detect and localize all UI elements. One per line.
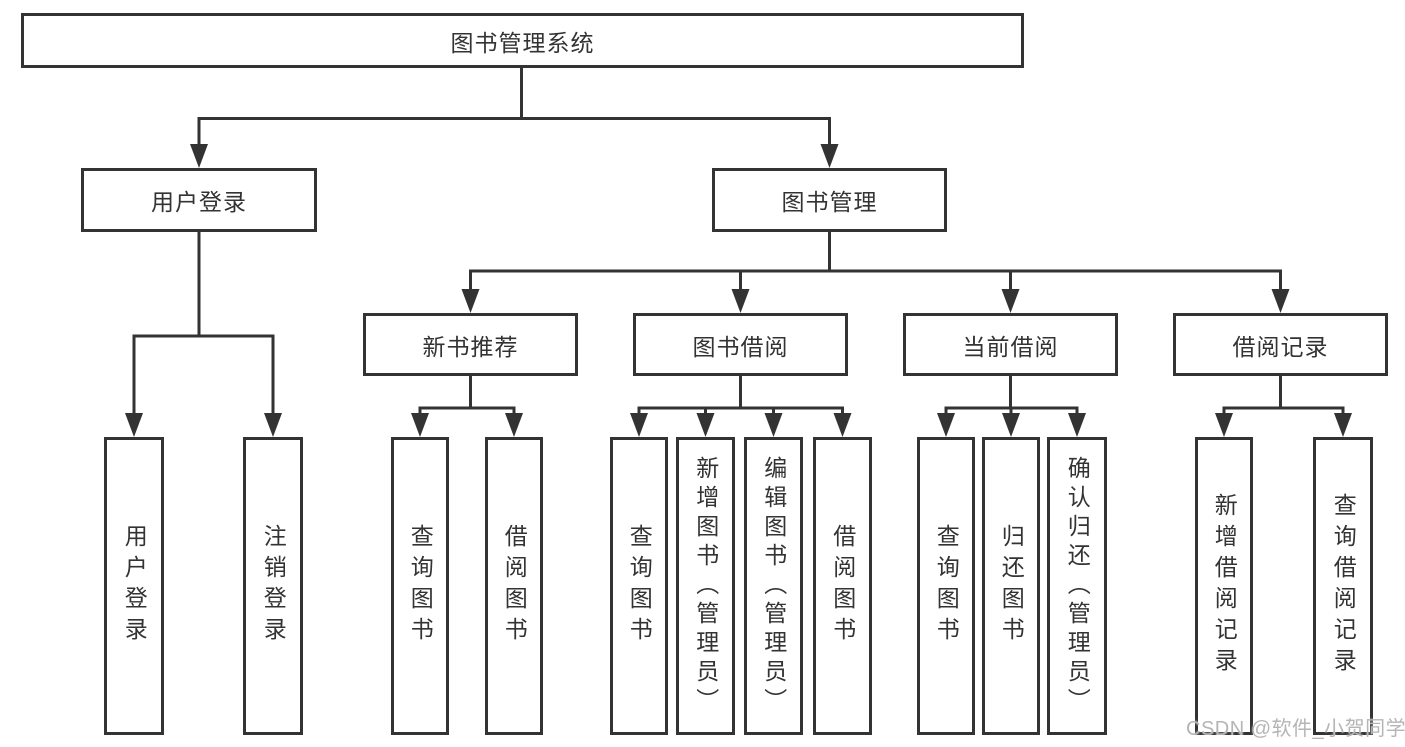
leaf-current-query-book-label: 查询图书 [933,524,960,648]
connector-new-book-recommend-to-leaves [418,374,516,421]
leaf-return-book: 归还图书 [982,437,1040,735]
leaf-edit-book-admin-label: 编辑图书（管理员） [760,455,787,717]
leaf-confirm-return-admin-label: 确认归还（管理员） [1064,455,1091,717]
leaf-add-borrow-record: 新增借阅记录 [1195,437,1253,735]
node-root-system: 图书管理系统 [21,13,1024,68]
node-user-login: 用户登录 [81,168,317,232]
leaf-edit-book-admin: 编辑图书（管理员） [744,437,803,735]
leaf-borrow-book-label: 借阅图书 [829,524,856,648]
node-borrow-records-label: 借阅记录 [1232,333,1329,360]
node-book-management-label: 图书管理 [781,189,878,215]
leaf-recommend-query-book-label: 查询图书 [407,524,434,648]
leaf-add-borrow-record-label: 新增借阅记录 [1211,493,1238,679]
leaf-user-login: 用户登录 [104,437,164,735]
arrowheads-level3 [461,289,1290,313]
leaf-return-book-label: 归还图书 [998,524,1025,648]
leaf-query-borrow-record: 查询借阅记录 [1313,437,1373,735]
leaf-user-login-label: 用户登录 [121,524,148,648]
leaf-borrow-query-book: 查询图书 [610,437,668,735]
arrowheads-records-leaves [1215,413,1352,437]
leaf-borrow-book: 借阅图书 [813,437,872,735]
connector-root-to-level2 [197,66,831,152]
leaf-add-book-admin-label: 新增图书（管理员） [692,455,719,717]
leaf-recommend-query-book: 查询图书 [391,437,449,735]
leaf-query-borrow-record-label: 查询借阅记录 [1330,493,1357,679]
node-book-borrow: 图书借阅 [633,313,848,376]
node-user-login-label: 用户登录 [151,189,247,215]
leaf-add-book-admin: 新增图书（管理员） [676,437,735,735]
arrowheads-recommend-leaves [411,413,523,437]
node-new-book-recommend-label: 新书推荐 [422,333,519,360]
node-root-system-label: 图书管理系统 [450,29,595,56]
node-book-borrow-label: 图书借阅 [692,333,789,360]
leaf-confirm-return-admin: 确认归还（管理员） [1047,437,1107,735]
node-book-management: 图书管理 [712,168,947,232]
arrowheads-current-leaves [937,413,1086,437]
node-current-borrow: 当前借阅 [903,313,1118,376]
connector-book-management-to-level3 [469,230,1282,295]
leaf-borrow-query-book-label: 查询图书 [626,524,653,648]
node-borrow-records: 借阅记录 [1173,313,1388,376]
leaf-logout: 注销登录 [243,437,303,735]
connector-book-borrow-to-leaves [637,374,844,421]
leaf-current-query-book: 查询图书 [917,437,975,735]
node-new-book-recommend: 新书推荐 [363,313,578,376]
connector-user-login-to-leaves [132,230,275,418]
leaf-recommend-borrow-book: 借阅图书 [485,437,543,735]
leaf-recommend-borrow-book-label: 借阅图书 [501,524,528,648]
arrowheads-user-login-leaves [125,413,282,437]
watermark: CSDN @软件_小贺同学 [1186,718,1405,740]
connector-borrow-records-to-leaves [1222,374,1345,421]
leaf-logout-label: 注销登录 [260,524,287,648]
arrowheads-level2 [190,144,839,168]
node-current-borrow-label: 当前借阅 [962,333,1059,360]
arrowheads-borrow-leaves [630,413,852,437]
connector-current-borrow-to-leaves [944,374,1079,421]
